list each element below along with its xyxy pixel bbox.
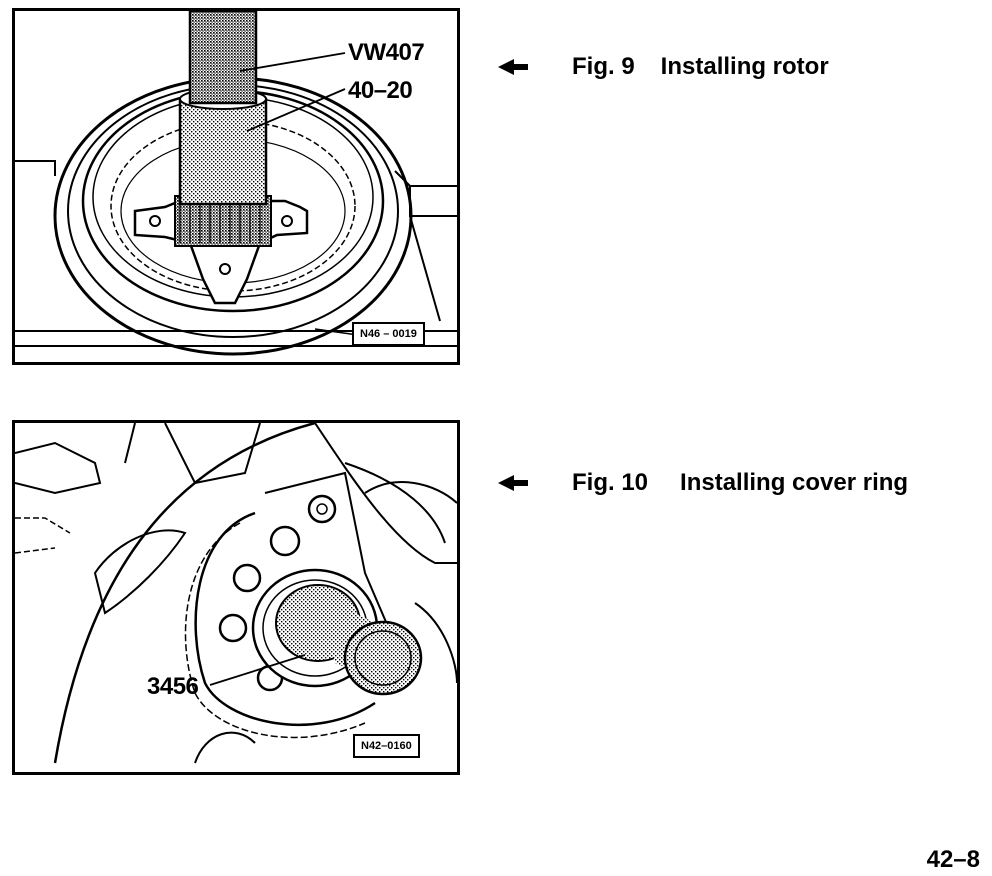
image-code-label: N42–0160 <box>353 734 420 758</box>
figure-title: Installing cover ring <box>680 469 909 496</box>
figure-title: Installing rotor <box>660 53 829 80</box>
callout-3456: 3456 <box>147 673 199 700</box>
image-code-label: N46 – 0019 <box>352 322 425 346</box>
figure-9-caption: Fig. 9 Installing rotor <box>498 52 829 82</box>
figure-9-illustration: VW407 40–20 N46 – 0019 <box>12 8 460 365</box>
rotor-installation-drawing <box>15 11 457 356</box>
pointer-arrow-left-icon <box>498 59 528 75</box>
figure-10-illustration: 3456 N42–0160 <box>12 420 460 775</box>
figure-number: Fig. 10 <box>572 469 649 496</box>
callout-vw407: VW407 <box>348 39 425 66</box>
callout-40-20: 40–20 <box>348 77 413 104</box>
figure-number: Fig. 9 <box>572 53 635 80</box>
cover-ring-installation-drawing <box>15 423 457 764</box>
figure-10-caption: Fig. 10 Installing cover ring <box>498 468 908 498</box>
pointer-arrow-left-icon <box>498 475 528 491</box>
page-number: 42–8 <box>926 846 980 873</box>
